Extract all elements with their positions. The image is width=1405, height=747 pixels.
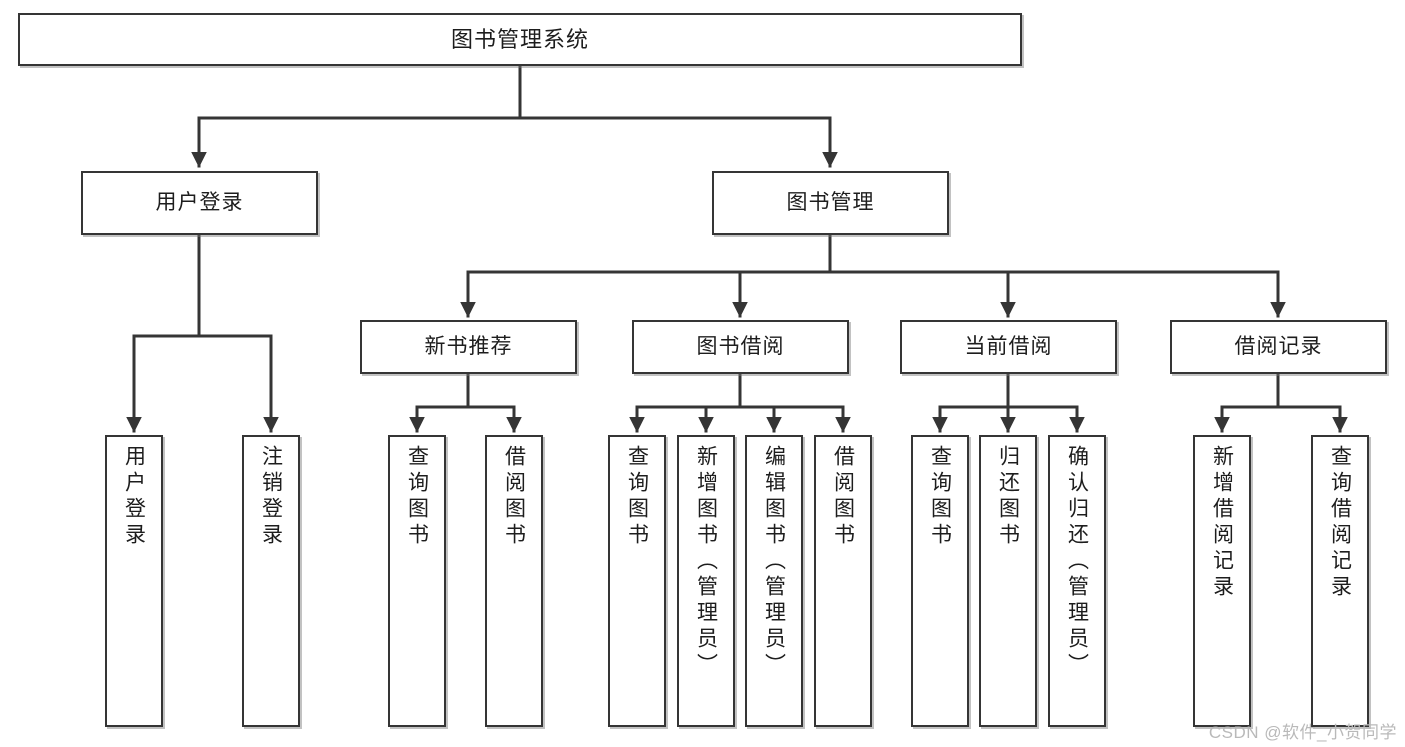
node-leaf-borrow-search-book-label: 查询图书 (625, 445, 649, 549)
node-current-borrow-label: 当前借阅 (964, 334, 1053, 358)
node-borrow-record-label: 借阅记录 (1234, 334, 1323, 358)
node-leaf-return-book[interactable]: 归还图书 (979, 435, 1037, 727)
node-leaf-confirm-return-admin-label: 确认归还（管理员） (1065, 445, 1089, 679)
node-leaf-logout-label: 注销登录 (259, 445, 283, 549)
node-leaf-logout[interactable]: 注销登录 (242, 435, 300, 727)
node-book-management[interactable]: 图书管理 (712, 171, 949, 235)
node-leaf-edit-book-admin-label: 编辑图书（管理员） (762, 445, 786, 679)
node-leaf-borrow-book-label: 借阅图书 (831, 445, 855, 549)
node-leaf-borrow-book[interactable]: 借阅图书 (814, 435, 872, 727)
node-leaf-add-borrow-record-label: 新增借阅记录 (1210, 445, 1234, 601)
node-leaf-add-borrow-record[interactable]: 新增借阅记录 (1193, 435, 1251, 727)
node-leaf-edit-book-admin[interactable]: 编辑图书（管理员） (745, 435, 803, 727)
node-leaf-user-login-label: 用户登录 (122, 445, 146, 549)
node-leaf-user-login[interactable]: 用户登录 (105, 435, 163, 727)
node-leaf-current-search-book[interactable]: 查询图书 (911, 435, 969, 727)
node-leaf-search-borrow-record-label: 查询借阅记录 (1328, 445, 1352, 601)
node-leaf-recommend-borrow-book[interactable]: 借阅图书 (485, 435, 543, 727)
node-borrow-record[interactable]: 借阅记录 (1170, 320, 1387, 374)
node-leaf-add-book-admin[interactable]: 新增图书（管理员） (677, 435, 735, 727)
node-leaf-current-search-book-label: 查询图书 (928, 445, 952, 549)
node-current-borrow[interactable]: 当前借阅 (900, 320, 1117, 374)
csdn-watermark: CSDN @软件_小贺同学 (1208, 723, 1397, 742)
node-user-login[interactable]: 用户登录 (81, 171, 318, 235)
node-new-book-recommend[interactable]: 新书推荐 (360, 320, 577, 374)
node-user-login-label: 用户登录 (155, 190, 244, 214)
node-root-label: 图书管理系统 (450, 26, 589, 52)
node-book-management-label: 图书管理 (786, 190, 875, 214)
node-new-book-recommend-label: 新书推荐 (424, 334, 513, 358)
node-leaf-search-borrow-record[interactable]: 查询借阅记录 (1311, 435, 1369, 727)
node-root[interactable]: 图书管理系统 (18, 13, 1022, 66)
node-leaf-recommend-search-book-label: 查询图书 (405, 445, 429, 549)
node-leaf-recommend-search-book[interactable]: 查询图书 (388, 435, 446, 727)
node-leaf-borrow-search-book[interactable]: 查询图书 (608, 435, 666, 727)
node-leaf-confirm-return-admin[interactable]: 确认归还（管理员） (1048, 435, 1106, 727)
node-leaf-recommend-borrow-book-label: 借阅图书 (502, 445, 526, 549)
node-book-borrow-label: 图书借阅 (696, 334, 785, 358)
node-leaf-add-book-admin-label: 新增图书（管理员） (694, 445, 718, 679)
node-book-borrow[interactable]: 图书借阅 (632, 320, 849, 374)
node-leaf-return-book-label: 归还图书 (996, 445, 1020, 549)
